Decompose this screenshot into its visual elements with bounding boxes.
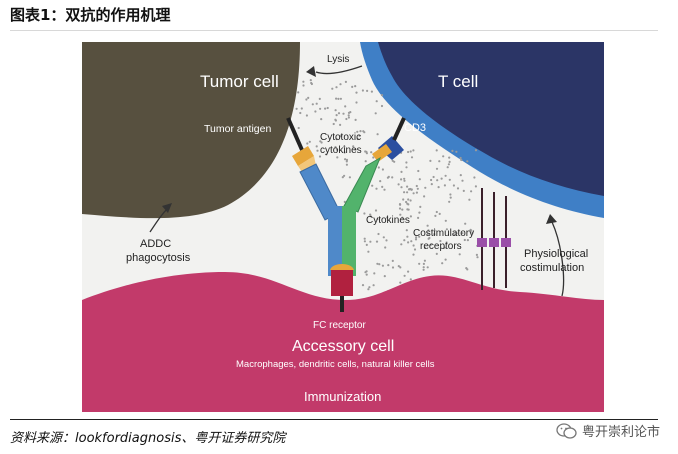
cytokines-label: Cytokines: [366, 215, 410, 226]
cd3-label: CD3: [404, 122, 426, 134]
source-divider: [10, 419, 658, 420]
costimulatory-receptors-label: Costimulatory receptors: [413, 228, 477, 252]
lysis-arrowhead: [306, 66, 316, 77]
accessory-cell: [82, 272, 604, 412]
costimulatory-receptors: [477, 188, 511, 290]
lysis-arrow: [315, 65, 363, 75]
cytotoxic-cytokines-label: Cytotoxic cytokines: [320, 132, 364, 156]
t-cell-label: T cell: [438, 72, 478, 91]
figure-title: 图表1：双抗的作用机理: [10, 6, 171, 24]
physiological-label: Physiological costimulation: [520, 248, 591, 274]
watermark-text: 粤开崇利论市: [581, 425, 660, 440]
wechat-icon: [556, 422, 577, 439]
tumor-antigen-label: Tumor antigen: [204, 123, 271, 135]
adcc-arrowhead: [162, 203, 172, 213]
accessory-cell-label: Accessory cell: [292, 338, 394, 355]
bispecific-antibody: [286, 117, 406, 312]
lysis-label: Lysis: [327, 54, 349, 65]
tumor-cell: [82, 42, 300, 219]
watermark: 粤开崇利论市: [556, 421, 660, 440]
adcc-label: ADDC phagocytosis: [126, 238, 191, 264]
cytokine-particles: [295, 79, 479, 300]
physiological-arrowhead: [546, 214, 557, 224]
source-note: 资料来源：lookfordiagnosis、粤开证券研究院: [10, 431, 286, 446]
immunization-label: Immunization: [304, 389, 381, 404]
physiological-arrow: [551, 221, 565, 297]
tumor-cell-label: Tumor cell: [200, 72, 279, 91]
t-cell-nucleus: [378, 42, 604, 196]
title-divider: [10, 30, 658, 31]
fc-receptor-label: FC receptor: [313, 320, 366, 331]
accessory-cell-subtitle: Macrophages, dendritic cells, natural ki…: [236, 359, 435, 370]
